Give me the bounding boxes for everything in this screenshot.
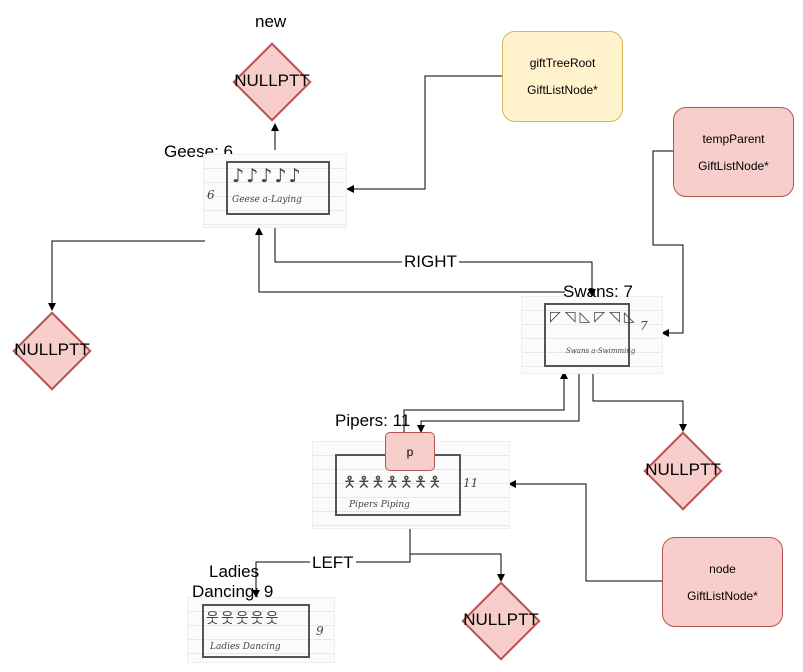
- edge-geese-left: [48, 240, 205, 311]
- edge-swans-left: [417, 372, 580, 433]
- ladies-label-line2: Dancing: 9: [192, 582, 274, 601]
- sketch-caption: Ladies Dancing: [210, 642, 281, 652]
- pointer-type: GiftListNode*: [527, 83, 598, 97]
- pointer-name: giftTreeRoot: [529, 56, 596, 70]
- null-node-label: NULLPTT: [463, 610, 539, 629]
- sketch-glyphs: 웃웃웃웃웃: [206, 611, 281, 627]
- sketch-number: 7: [640, 319, 648, 333]
- pointer-name: p: [406, 444, 414, 459]
- null-node-new: NULLPTT: [232, 42, 312, 122]
- ladies-label-line1: Ladies: [209, 562, 260, 581]
- null-node-label: NULLPTT: [14, 340, 90, 359]
- sketch-frame: [202, 604, 310, 658]
- sketch-number: 11: [463, 476, 479, 490]
- sketch-caption: Swans a-Swimming: [566, 347, 636, 355]
- p-pointer-box: p: [385, 432, 435, 471]
- edge-root-to-geese: [346, 75, 502, 193]
- edge-pipers-parent: [403, 371, 568, 432]
- sketch-frame: [226, 161, 330, 215]
- pipers-label: Pipers: 11: [335, 411, 411, 430]
- null-node-swans-right: NULLPTT: [643, 431, 723, 511]
- edge-pipers-right: [409, 528, 505, 582]
- edge-swans-right: [592, 372, 687, 432]
- new-label: new: [255, 12, 287, 31]
- node-pointer-box: node GiftListNode*: [662, 537, 783, 627]
- edge-tempparent-to-swans: [652, 150, 684, 337]
- sketch-glyphs: ♪♪♪♪♪: [232, 165, 303, 187]
- edge-node-to-pipers: [508, 480, 662, 582]
- sketch-glyphs: 🯅🯅🯅🯅🯅🯅🯅: [343, 473, 443, 491]
- null-node-pipers-right: NULLPTT: [461, 581, 541, 661]
- null-node-label: NULLPTT: [645, 460, 721, 479]
- sketch-number: 6: [207, 188, 215, 202]
- edge-label-left: LEFT: [310, 553, 356, 573]
- sketch-number: 9: [316, 624, 324, 638]
- gift-tree-root-box: giftTreeRoot GiftListNode*: [502, 31, 623, 122]
- sketch-caption: Pipers Piping: [349, 500, 410, 510]
- edge-label-right: RIGHT: [402, 252, 459, 272]
- edge-swans-parent: [255, 227, 565, 293]
- temp-parent-box: tempParent GiftListNode*: [673, 107, 794, 197]
- pointer-name: tempParent: [702, 131, 765, 146]
- sketch-glyphs: ◸◹◺◸◹◺: [550, 309, 639, 325]
- swans-label: Swans: 7: [563, 282, 633, 301]
- sketch-frame: [544, 303, 630, 367]
- pointer-type: GiftListNode*: [687, 588, 758, 603]
- null-node-geese-left: NULLPTT: [12, 311, 92, 391]
- null-node-label: NULLPTT: [234, 71, 310, 90]
- ladies-sketch: 9 웃웃웃웃웃 Ladies Dancing: [187, 597, 335, 663]
- sketch-caption: Geese a-Laying: [232, 195, 302, 205]
- swans-sketch: 7 ◸◹◺◸◹◺ Swans a-Swimming: [521, 296, 663, 374]
- geese-sketch: 6 ♪♪♪♪♪ Geese a-Laying: [203, 154, 347, 228]
- pointer-type: GiftListNode*: [698, 158, 769, 173]
- pointer-name: node: [709, 561, 736, 576]
